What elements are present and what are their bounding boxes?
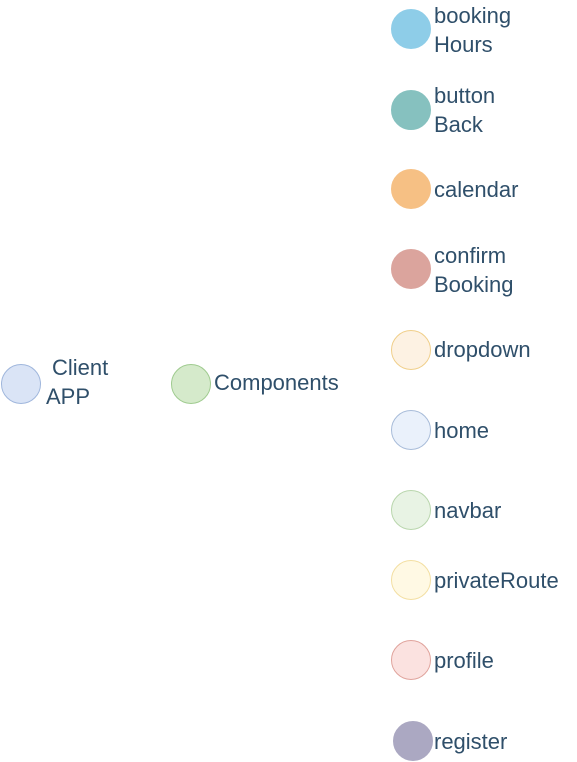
navbar-label: navbar: [434, 498, 502, 523]
booking-hours-node[interactable]: [391, 9, 431, 49]
register-label: register: [434, 729, 508, 754]
profile-label: profile: [434, 648, 494, 673]
home-node[interactable]: [391, 410, 431, 450]
calendar-node[interactable]: [391, 169, 431, 209]
profile-node[interactable]: [391, 640, 431, 680]
dropdown-label: dropdown: [434, 337, 531, 362]
calendar-label: calendar: [434, 177, 519, 202]
components-node[interactable]: [171, 364, 211, 404]
booking-hours-label: booking Hours: [434, 3, 512, 57]
navbar-node[interactable]: [391, 490, 431, 530]
button-back-node[interactable]: [391, 90, 431, 130]
private-route-node[interactable]: [391, 560, 431, 600]
client-app-node[interactable]: [1, 364, 41, 404]
private-route-label: privateRoute: [434, 568, 559, 593]
components-label: Components: [214, 370, 339, 395]
client-app-label: Client APP: [46, 355, 109, 409]
register-node[interactable]: [393, 721, 433, 761]
dropdown-node[interactable]: [391, 330, 431, 370]
home-label: home: [434, 418, 490, 443]
button-back-label: button Back: [434, 83, 496, 137]
confirm-booking-label: confirm Booking: [434, 243, 514, 297]
confirm-booking-node[interactable]: [391, 249, 431, 289]
